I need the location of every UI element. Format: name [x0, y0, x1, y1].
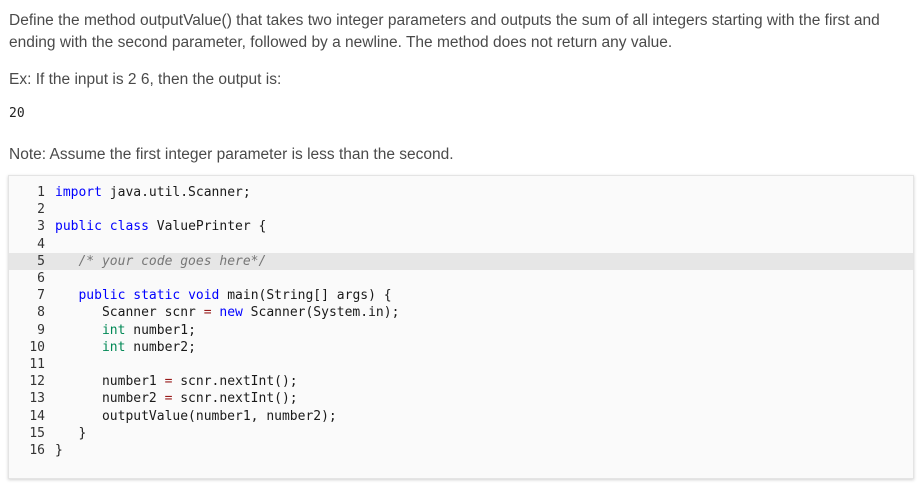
- line-number: 1: [37, 185, 45, 200]
- code-token: new: [219, 305, 243, 321]
- line-number: 6: [37, 271, 45, 286]
- code-token: Scanner scnr: [55, 305, 204, 321]
- problem-description: Define the method outputValue() that tak…: [9, 12, 880, 51]
- code-token: [55, 254, 78, 269]
- code-token: [55, 288, 78, 303]
- code-line-13[interactable]: 13 number2 = scnr.nextInt();: [9, 390, 913, 407]
- line-number: 11: [29, 357, 45, 372]
- code-line-3[interactable]: 3 public class ValuePrinter {: [9, 218, 913, 235]
- code-token: =: [164, 391, 173, 407]
- code-token: ValuePrinter {: [148, 219, 267, 235]
- code-token: =: [203, 305, 212, 321]
- code-token: outputValue(number1, number2);: [55, 408, 337, 424]
- line-number: 4: [37, 236, 45, 252]
- code-token: }: [55, 443, 63, 458]
- code-token: public: [78, 288, 126, 304]
- line-number: 10: [29, 339, 45, 355]
- code-token: [102, 219, 110, 234]
- code-token: =: [164, 374, 173, 390]
- code-token: [55, 340, 102, 355]
- code-token: java.util.Scanner;: [101, 185, 251, 200]
- code-line-6[interactable]: 6: [9, 270, 913, 287]
- code-token: [55, 323, 102, 338]
- line-number: 9: [37, 322, 45, 338]
- code-token: int: [101, 339, 126, 355]
- code-line-1[interactable]: 1 import java.util.Scanner;: [9, 184, 913, 201]
- code-token: static: [133, 288, 181, 304]
- code-line-14[interactable]: 14 outputValue(number1, number2);: [9, 408, 913, 425]
- code-token: class: [109, 219, 149, 235]
- line-number: 16: [29, 443, 45, 458]
- code-line-15[interactable]: 15 }: [9, 425, 913, 442]
- code-line-5[interactable]: 5 /* your code goes here*/: [9, 252, 913, 270]
- code-token: }: [55, 425, 87, 441]
- line-number: 2: [37, 202, 45, 218]
- code-line-2[interactable]: 2: [9, 201, 913, 218]
- code-token: void: [188, 288, 220, 304]
- code-token: /* your code goes here*/: [78, 253, 267, 269]
- line-number: 5: [37, 253, 45, 269]
- line-number: 8: [37, 305, 45, 321]
- code-line-12[interactable]: 12 number1 = scnr.nextInt();: [9, 373, 913, 390]
- code-token: scnr.nextInt();: [172, 391, 298, 407]
- code-token: [180, 288, 188, 303]
- code-line-7[interactable]: 7 public static void main(String[] args)…: [9, 287, 913, 304]
- code-line-16[interactable]: 16}: [9, 442, 913, 459]
- code-token: number1;: [125, 322, 196, 338]
- line-number: 13: [29, 391, 45, 407]
- code-token: import: [55, 185, 102, 200]
- line-number: 15: [29, 425, 45, 441]
- example-intro: Ex: If the input is 2 6, then the output…: [9, 71, 282, 88]
- code-token: Scanner(System.in);: [242, 305, 400, 321]
- code-line-4[interactable]: 4: [9, 236, 913, 253]
- line-number: 14: [29, 408, 45, 424]
- code-token: main(String[] args) {: [219, 288, 392, 304]
- code-token: number1: [55, 374, 165, 390]
- example-output: 20: [9, 106, 25, 121]
- code-line-9[interactable]: 9 int number1;: [9, 322, 913, 339]
- line-number: 12: [29, 374, 45, 390]
- code-line-11[interactable]: 11: [9, 356, 913, 373]
- line-number: 7: [37, 288, 45, 304]
- code-line-8[interactable]: 8 Scanner scnr = new Scanner(System.in);: [9, 304, 913, 321]
- code-token: number2;: [125, 339, 196, 355]
- code-token: number2: [55, 391, 165, 407]
- code-token: scnr.nextInt();: [172, 374, 298, 390]
- code-token: public: [55, 219, 102, 235]
- code-token: int: [101, 322, 126, 338]
- code-line-10[interactable]: 10 int number2;: [9, 339, 913, 356]
- problem-note: Note: Assume the first integer parameter…: [9, 146, 454, 163]
- line-number: 3: [37, 219, 45, 235]
